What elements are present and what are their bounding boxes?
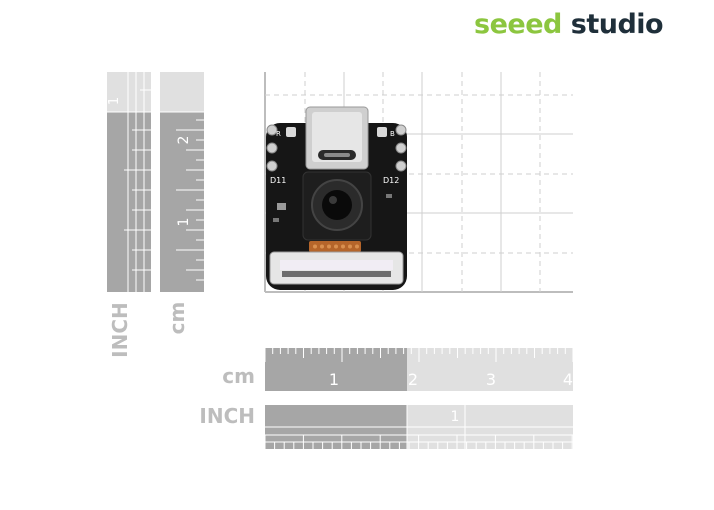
- logo-word-studio: studio: [570, 9, 664, 40]
- horizontal-cm-number-3: 3: [486, 370, 496, 389]
- horizontal-cm-number-4: 4: [563, 370, 573, 389]
- pin-label-d12: D12: [383, 176, 399, 185]
- logo-word-seeed: seeed: [474, 9, 562, 40]
- camera-module: [302, 171, 372, 241]
- xiao-camera-board: R B D11 D12: [266, 106, 407, 290]
- horizontal-cm-label: cm: [222, 364, 255, 388]
- horizontal-inch-ruler: 1 INCH: [199, 404, 573, 449]
- vertical-cm-label: cm: [165, 302, 189, 335]
- vertical-inch-ruler: 1 INCH: [107, 72, 151, 358]
- pin-label-b: B: [390, 130, 395, 138]
- vertical-cm-number-1: 1: [176, 218, 192, 227]
- horizontal-inch-number-1: 1: [451, 409, 460, 425]
- vertical-cm-number-2: 2: [176, 136, 192, 145]
- seeed-studio-logo: seeed studio: [474, 8, 664, 42]
- vertical-inch-number-1: 1: [107, 97, 122, 105]
- usb-c-connector: [305, 106, 369, 170]
- vertical-inch-label: INCH: [108, 302, 132, 358]
- board-pins: [266, 124, 407, 172]
- horizontal-cm-number-1: 1: [329, 370, 339, 389]
- horizontal-cm-ruler: 1 2 3 4 cm: [222, 348, 574, 391]
- pin-label-d11: D11: [270, 176, 286, 185]
- horizontal-cm-number-2: 2: [408, 370, 418, 389]
- horizontal-inch-label: INCH: [199, 404, 255, 428]
- pin-label-r: R: [276, 130, 281, 138]
- vertical-cm-ruler: 2 1 cm: [160, 72, 204, 334]
- fpc-connector: [269, 251, 404, 285]
